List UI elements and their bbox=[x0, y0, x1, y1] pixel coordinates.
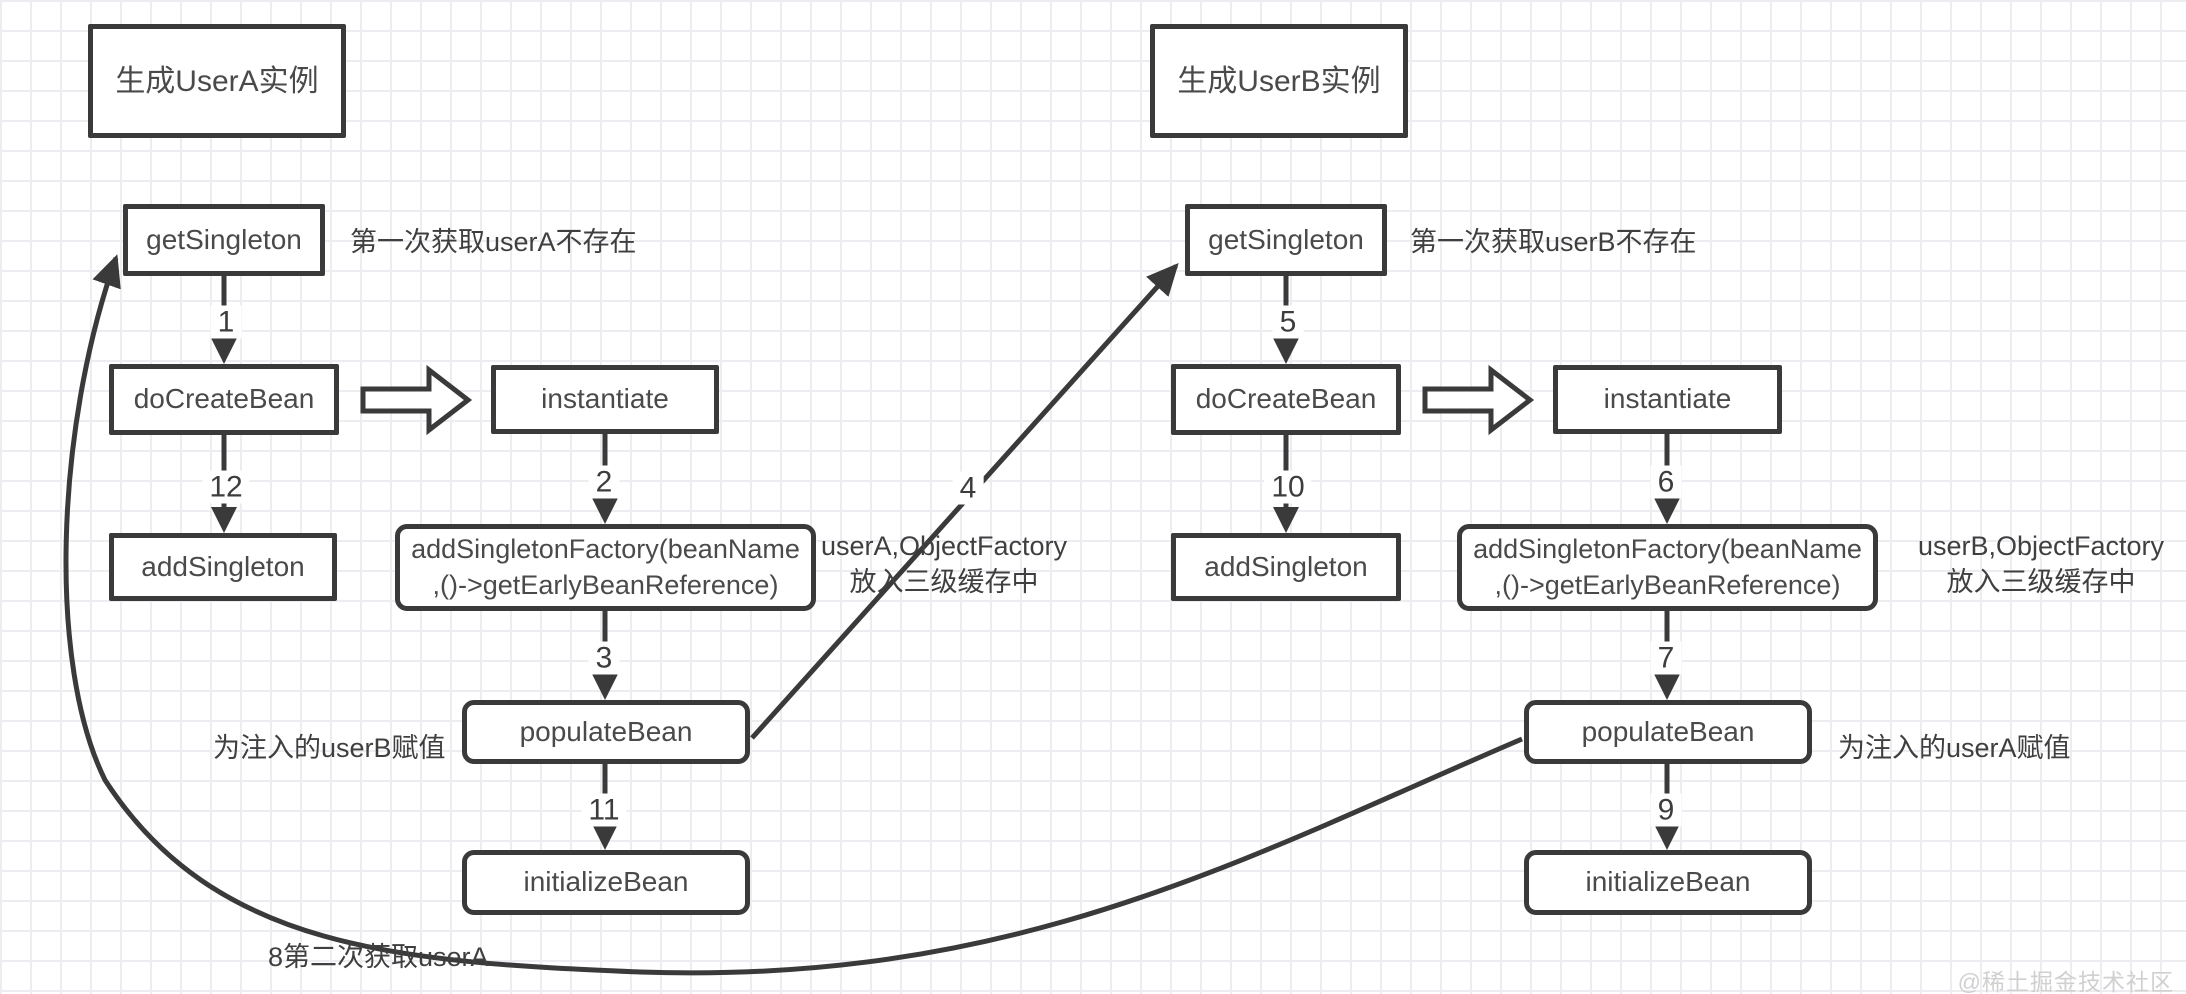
node-add-singleton-b: addSingleton bbox=[1171, 533, 1401, 601]
node-add-singleton-factory-a: addSingletonFactory(beanName ,()->getEar… bbox=[395, 524, 816, 611]
node-title-a: 生成UserA实例 bbox=[88, 24, 346, 138]
step-label-7: 7 bbox=[1650, 641, 1682, 675]
arrowhead-icon bbox=[211, 338, 237, 364]
note-factory-line1: userB,ObjectFactory bbox=[1917, 531, 2165, 561]
node-instantiate-b: instantiate bbox=[1553, 365, 1782, 434]
note-step8-second-fetch: 8第二次获取userA bbox=[268, 942, 489, 972]
node-add-singleton-a: addSingleton bbox=[109, 533, 337, 601]
factory-label-line1: addSingletonFactory(beanName bbox=[1473, 534, 1862, 565]
step-label-3: 3 bbox=[588, 641, 620, 675]
arrowhead-icon bbox=[211, 507, 237, 533]
edge-populateBeanB-getSingletonA bbox=[63, 254, 1523, 976]
arrowhead-icon bbox=[1273, 338, 1299, 364]
block-arrow-icon bbox=[360, 364, 473, 436]
arrowhead-icon bbox=[592, 674, 618, 700]
arrowhead-icon bbox=[1654, 498, 1680, 524]
factory-label-line2: ,()->getEarlyBeanReference) bbox=[1494, 569, 1841, 600]
node-populate-bean-b: populateBean bbox=[1524, 700, 1812, 764]
step-label-5: 5 bbox=[1272, 305, 1304, 339]
note-factory-line2: 放入三级缓存中 bbox=[849, 567, 1039, 598]
step-label-11: 11 bbox=[581, 793, 627, 827]
node-populate-bean-a: populateBean bbox=[462, 700, 750, 764]
step-label-12: 12 bbox=[202, 470, 250, 504]
arrowhead-icon bbox=[1654, 824, 1680, 850]
node-do-create-bean-b: doCreateBean bbox=[1171, 364, 1401, 435]
note-populate-a: 为注入的userB赋值 bbox=[213, 733, 446, 763]
step-label-1: 1 bbox=[210, 305, 242, 339]
node-add-singleton-factory-b: addSingletonFactory(beanName ,()->getEar… bbox=[1457, 524, 1878, 611]
note-get-singleton-b: 第一次获取userB不存在 bbox=[1410, 227, 1697, 257]
node-do-create-bean-a: doCreateBean bbox=[109, 364, 339, 435]
step-label-9: 9 bbox=[1650, 793, 1682, 827]
note-populate-b: 为注入的userA赋值 bbox=[1838, 733, 2071, 763]
block-arrow-icon bbox=[1422, 364, 1535, 436]
step-label-10: 10 bbox=[1264, 470, 1312, 504]
node-initialize-bean-a: initializeBean bbox=[462, 850, 750, 915]
arrowhead-icon bbox=[1654, 674, 1680, 700]
step-label-2: 2 bbox=[588, 465, 620, 499]
note-get-singleton-a: 第一次获取userA不存在 bbox=[350, 227, 637, 257]
arrowhead-icon bbox=[1273, 507, 1299, 533]
node-instantiate-a: instantiate bbox=[491, 365, 719, 434]
note-factory-a: userA,ObjectFactory 放入三级缓存中 bbox=[818, 528, 1070, 601]
node-get-singleton-b: getSingleton bbox=[1185, 204, 1387, 276]
note-factory-line1: userA,ObjectFactory bbox=[820, 531, 1068, 561]
step-label-6: 6 bbox=[1650, 465, 1682, 499]
note-factory-line2: 放入三级缓存中 bbox=[1946, 567, 2136, 598]
watermark: @稀土掘金技术社区 bbox=[1957, 969, 2174, 994]
node-get-singleton-a: getSingleton bbox=[123, 204, 325, 276]
node-initialize-bean-b: initializeBean bbox=[1524, 850, 1812, 915]
note-factory-b: userB,ObjectFactory 放入三级缓存中 bbox=[1912, 528, 2170, 601]
arrowhead-icon bbox=[592, 498, 618, 524]
arrowhead-icon bbox=[592, 824, 618, 850]
factory-label-line1: addSingletonFactory(beanName bbox=[411, 534, 800, 565]
node-title-b: 生成UserB实例 bbox=[1150, 24, 1408, 138]
factory-label-line2: ,()->getEarlyBeanReference) bbox=[432, 569, 779, 600]
step-label-4: 4 bbox=[952, 471, 984, 505]
